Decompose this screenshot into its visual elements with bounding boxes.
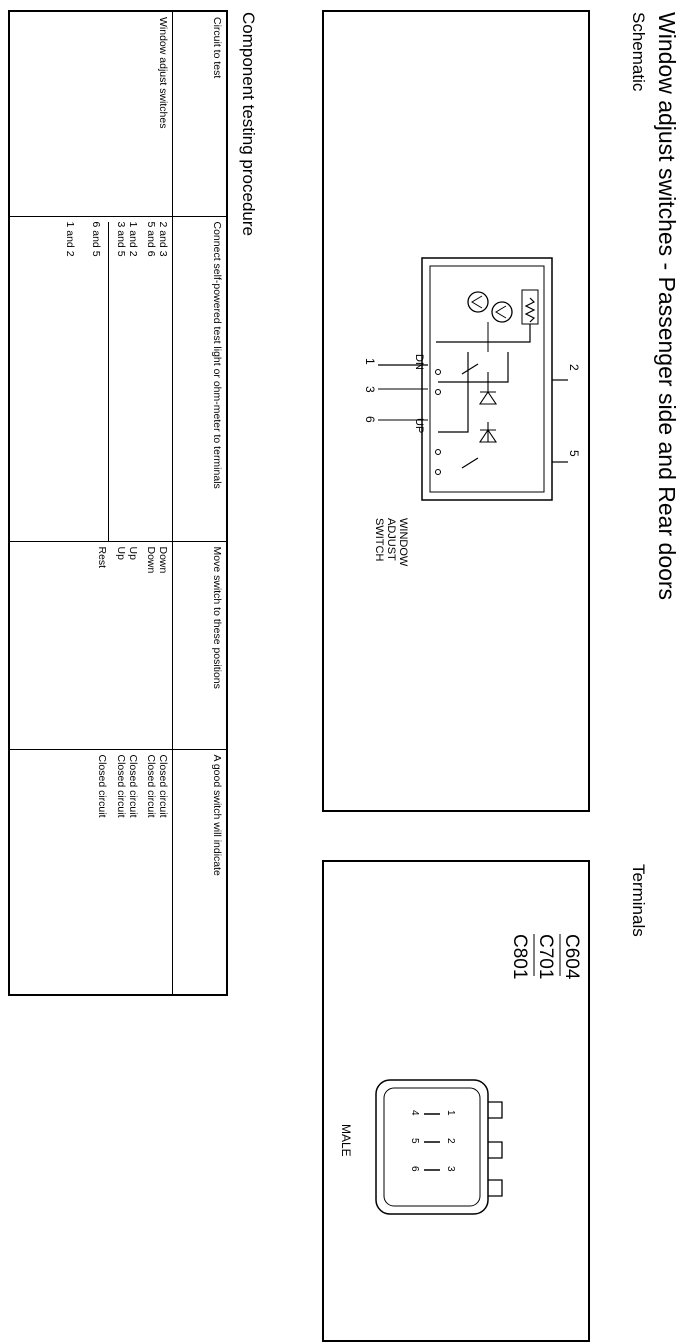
- switch-label-line1: WINDOW: [397, 518, 409, 567]
- pin-label-5: 5: [567, 450, 581, 457]
- dn-label: DN: [413, 354, 425, 370]
- position-value: Rest: [96, 546, 108, 569]
- bulb-right-filament: [495, 305, 507, 319]
- page-title: Window adjust switches - Passenger side …: [654, 12, 680, 601]
- contact-4: [435, 469, 441, 475]
- positions-cell: Down Down Up Up Rest: [9, 541, 173, 749]
- position-value: Down: [145, 546, 157, 574]
- contact-3: [435, 449, 441, 455]
- terminal-pair: 5 and 6: [145, 221, 157, 257]
- terminal-group-3: 6 and 5 1 and 2: [64, 222, 102, 536]
- result-value: Closed circuit: [157, 754, 169, 818]
- result-value: Closed circuit: [96, 754, 108, 818]
- terminal-pair: 1 and 2: [64, 221, 76, 257]
- switch-arm-up: [461, 457, 479, 469]
- terminal-group-2: 1 and 2 3 and 5: [108, 221, 139, 541]
- contact-1: [435, 369, 441, 375]
- switch-housing: [421, 257, 553, 501]
- table-row: Window adjust switches 2 and 3 5 and 6 1…: [9, 11, 173, 995]
- bulb-left: [467, 291, 489, 313]
- switch-inner-housing: [429, 265, 545, 493]
- contact-2: [435, 389, 441, 395]
- component-testing-table: Circuit to test Connect self-powered tes…: [8, 10, 228, 996]
- connector-id-2: C701: [535, 934, 556, 979]
- header-result: A good switch will indicate: [172, 749, 227, 995]
- wire-1: [436, 324, 531, 343]
- circuit-cell: Window adjust switches: [9, 11, 173, 216]
- pin-label-1: 1: [363, 358, 377, 365]
- connector-id-1: C604: [561, 934, 582, 980]
- switch-label-line2: ADJUST: [385, 518, 397, 561]
- connector-latch-3: [488, 1179, 503, 1197]
- connector-id-3: C801: [509, 934, 530, 979]
- terminal-group-1: 2 and 3 5 and 6: [145, 222, 169, 536]
- diode-2: [478, 422, 498, 443]
- terminal-pair: 1 and 2: [127, 221, 139, 257]
- header-positions: Move switch to these positions: [172, 541, 227, 749]
- result-value: Closed circuit: [145, 754, 157, 818]
- pin-number-5: 5: [409, 1138, 420, 1144]
- connector-diagram: C604 C701 C801 1 2 3 4 5 6 MALE: [339, 934, 582, 1215]
- pin-number-1: 1: [445, 1110, 456, 1116]
- connector-latch-1: [488, 1101, 503, 1119]
- resistor-box: [521, 289, 539, 325]
- terminal-pair: 2 and 3: [157, 221, 169, 257]
- pin-label-6: 6: [363, 416, 377, 423]
- result-value: Closed circuit: [115, 754, 127, 818]
- result-cell: Closed circuit Closed circuit Closed cir…: [9, 749, 173, 995]
- schematic-label: Schematic: [629, 12, 648, 92]
- pin-number-4: 4: [409, 1110, 420, 1116]
- pin-number-3: 3: [445, 1166, 456, 1172]
- bulb-left-filament: [471, 295, 483, 309]
- pin-number-2: 2: [445, 1138, 456, 1144]
- position-value: Up: [127, 546, 139, 560]
- resistor: [524, 297, 536, 323]
- terminals-label: Terminals: [629, 864, 648, 937]
- gender-label: MALE: [339, 1124, 353, 1157]
- up-label: UP: [413, 418, 425, 433]
- pin-label-3: 3: [363, 386, 377, 393]
- header-circuit: Circuit to test: [172, 11, 227, 216]
- diode-1: [478, 372, 498, 405]
- connector-latch-2: [488, 1141, 503, 1159]
- connector-body: [375, 1079, 489, 1215]
- wire-6: [438, 352, 469, 433]
- result-value: Closed circuit: [127, 754, 139, 818]
- bulb-right: [491, 301, 513, 323]
- switch-arm-dn: [461, 363, 479, 375]
- table-header-row: Circuit to test Connect self-powered tes…: [172, 11, 227, 995]
- position-value: Up: [115, 546, 127, 560]
- pin-label-2: 2: [567, 364, 581, 371]
- connector-inner: [383, 1087, 481, 1207]
- switch-label-line3: SWITCH: [373, 518, 385, 561]
- terminals-panel: C604 C701 C801 1 2 3 4 5 6 MALE: [322, 860, 590, 1342]
- terminals-cell: 2 and 3 5 and 6 1 and 2 3 and 5 6 and 5 …: [9, 216, 173, 541]
- header-terminals: Connect self-powered test light or ohm-m…: [172, 216, 227, 541]
- terminal-pair: 3 and 5: [115, 221, 127, 257]
- pin-number-6: 6: [409, 1166, 420, 1172]
- schematic-diagram: 1 3 6 2 5 DN UP WINDOW ADJUST SWITCH: [363, 257, 581, 567]
- position-value: Down: [157, 546, 169, 574]
- wire-3: [438, 352, 509, 383]
- schematic-panel: 1 3 6 2 5 DN UP WINDOW ADJUST SWITCH: [322, 10, 590, 812]
- procedure-label: Component testing procedure: [239, 12, 258, 236]
- terminal-pair: 6 and 5: [90, 221, 102, 257]
